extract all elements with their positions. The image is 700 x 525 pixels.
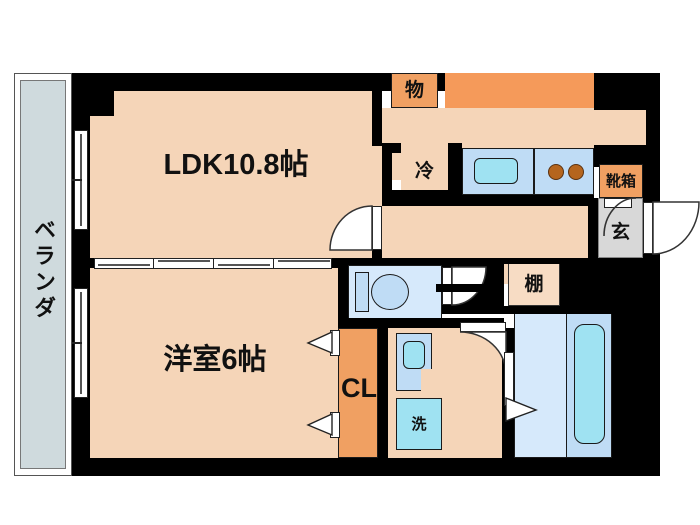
monoire-storage[interactable] xyxy=(391,73,438,108)
wall-toilet-bottom xyxy=(338,318,504,328)
washbasin-bowl xyxy=(403,341,425,369)
fusuma-panel-line-b xyxy=(158,260,210,262)
veranda-area xyxy=(20,80,66,469)
entrance-door-swing-arc xyxy=(652,201,700,255)
wall-ldk-top-left-notch xyxy=(72,73,114,116)
veranda-label: ベランダ xyxy=(31,218,56,322)
wall-kitchen-right-step xyxy=(594,145,660,167)
wall-kitchen-left xyxy=(382,143,392,206)
fusuma-panel-line-a xyxy=(98,264,150,266)
wall-washroom-left xyxy=(378,328,388,458)
entrance-step-panel xyxy=(604,198,632,208)
washer-space xyxy=(396,398,442,450)
wall-hall-washroom-divider xyxy=(436,284,504,292)
washroom-door-leaf[interactable] xyxy=(460,322,506,332)
entrance-door-leaf[interactable] xyxy=(643,202,653,254)
tana-label: 棚 xyxy=(524,273,544,295)
entrance-label: 玄 xyxy=(610,221,630,243)
stove-burner-left-icon xyxy=(548,164,564,180)
closet-door-top-fold-icon xyxy=(306,330,333,355)
fusuma-panel-line-d xyxy=(278,260,330,262)
washroom-door-swing-arc xyxy=(459,331,507,375)
washbasin-notch xyxy=(421,369,434,392)
entrance-inner-swing-arc xyxy=(603,197,637,237)
ldk-label: LDK10.8帖 xyxy=(163,148,309,181)
fusuma-divider-3 xyxy=(273,258,274,269)
fusuma-divider-2 xyxy=(213,258,214,269)
wall-bedroom-right xyxy=(338,268,348,328)
shoebox-label: 靴箱 xyxy=(605,172,636,190)
stove-burner-right-icon xyxy=(568,164,584,180)
shoebox[interactable] xyxy=(599,164,643,198)
fusuma-divider-1 xyxy=(153,258,154,269)
upper-kitchen-cabinet xyxy=(445,73,594,108)
fusuma-panel-line-c xyxy=(218,264,270,266)
wall-tana-top xyxy=(504,258,642,264)
balcony-window-ldk-tick xyxy=(72,179,82,181)
bath-door-fold-icon xyxy=(505,396,538,423)
bedroom-area xyxy=(90,268,338,458)
wall-ldk-right xyxy=(372,91,382,146)
wall-bath-right xyxy=(612,306,642,458)
tana-shelf[interactable] xyxy=(508,262,560,306)
wall-kitchen-top-right xyxy=(594,73,660,110)
wall-right xyxy=(642,73,660,476)
wall-tana-right xyxy=(560,258,642,306)
wall-entrance-left xyxy=(588,198,598,258)
ldk-hall-door-swing-arc xyxy=(329,205,373,251)
monoire-label: 物 xyxy=(404,80,424,101)
balcony-window-bedroom-tick xyxy=(72,342,82,344)
fridge-label: 冷 xyxy=(401,148,448,195)
closet-door-bottom-fold-icon xyxy=(306,412,333,437)
wall-bottom xyxy=(72,458,660,476)
bedroom-label: 洋室6帖 xyxy=(163,343,267,376)
toilet-tank xyxy=(355,272,369,312)
closet-cl-label: CL xyxy=(341,372,377,403)
wall-kitchen-fridge-gap xyxy=(448,143,462,195)
wall-bath-top xyxy=(504,306,642,314)
bathtub-inner xyxy=(574,324,605,444)
washer-label: 洗 xyxy=(411,415,427,433)
kitchen-sink-basin xyxy=(474,158,518,184)
toilet-bowl xyxy=(371,274,409,310)
kitchen-stove xyxy=(534,148,594,195)
closet-cl[interactable] xyxy=(338,328,378,458)
